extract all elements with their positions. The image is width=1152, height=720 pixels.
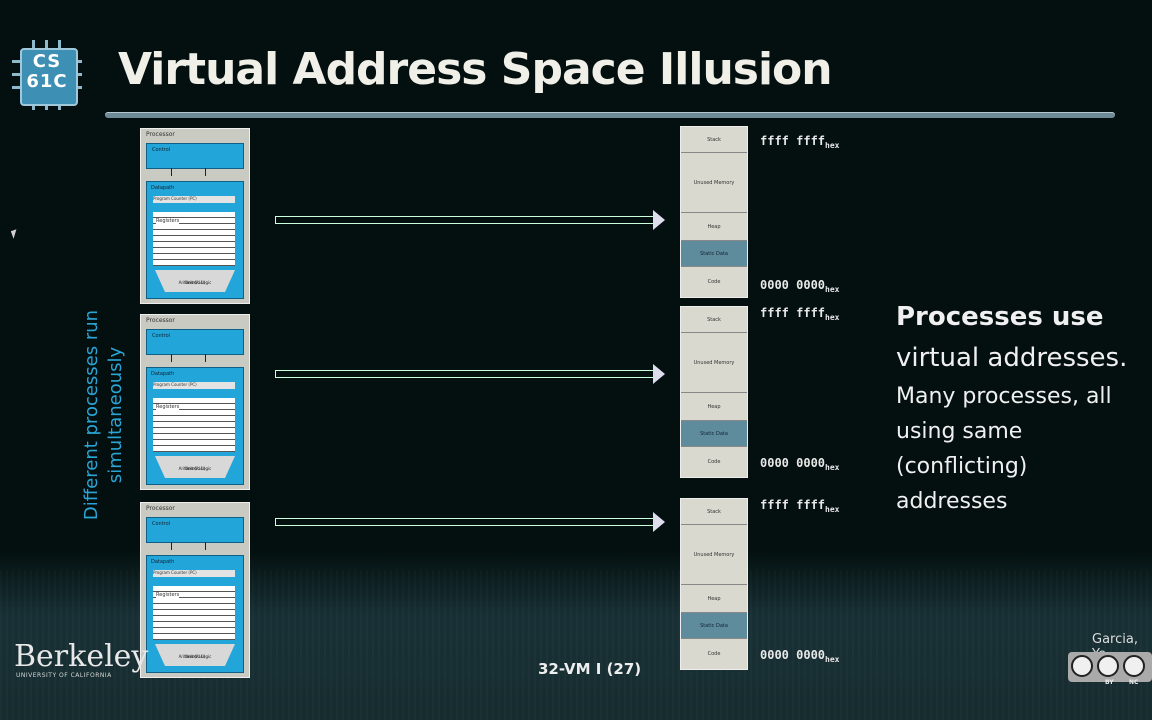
program-counter: Program Counter (PC) [153,196,235,203]
unused-label-2: Memory [714,551,735,558]
creative-commons-badge: BY NC [1068,652,1152,686]
alu-label-1: Arithmetic-Logic [178,466,212,471]
unused-label-1: Unused [693,359,713,366]
note-line-1: Many processes, all [896,384,1112,409]
datapath-label: Datapath [151,185,175,191]
static-data-segment: Static Data [681,241,747,267]
side-label: Different processes run simultaneously [80,295,128,535]
note-line-4: addresses [896,489,1008,514]
mouse-cursor-icon [10,229,20,239]
unused-label-1: Unused [693,179,713,186]
datapath-label: Datapath [151,371,175,377]
note-heading: Processes use [896,302,1104,332]
registers-block: Registers [153,212,235,266]
control-block: Control [146,143,244,169]
alu-label-2: Unit (ALU) [184,654,206,659]
alu-label-1: Arithmetic-Logic [178,654,212,659]
note-line-2: using same [896,419,1023,444]
code-segment: Code [707,279,721,285]
processor-label: Processor [146,131,175,138]
slide-title: Virtual Address Space Illusion [118,44,833,95]
registers-label: Registers [156,592,180,598]
unused-label-2: Memory [714,179,735,186]
stack-segment: Stack [681,127,747,153]
static-data-segment: Static Data [681,613,747,639]
logo-line-1: CS [32,51,62,72]
address-low-3: 0000 0000hex [760,648,840,664]
datapath-label: Datapath [151,559,175,565]
unused-segment: Unused Memory [681,525,747,585]
note-line-3: (conflicting) [896,454,1028,479]
stack-segment: Stack [681,499,747,525]
person-icon [1097,655,1119,677]
control-label: Control [152,147,171,153]
alu-label-2: Unit (ALU) [184,280,206,285]
no-dollar-icon [1123,655,1145,677]
license-nc: NC [1129,679,1139,686]
address-high-1: ffff ffffhex [760,134,840,150]
memory-map-2: Stack Unused Memory Heap Static Data Cod… [680,306,748,478]
arrow-right-icon [275,364,665,384]
unused-segment: Unused Memory [681,153,747,213]
registers-block: Registers [153,398,235,452]
memory-map-3: Stack Unused Memory Heap Static Data Cod… [680,498,748,670]
address-low-1: 0000 0000hex [760,278,840,294]
alu-label-1: Arithmetic-Logic [178,280,212,285]
unused-segment: Unused Memory [681,333,747,393]
control-block: Control [146,517,244,543]
address-high-3: ffff ffffhex [760,498,840,514]
control-label: Control [152,521,171,527]
processor-diagram-1: Processor Control Datapath Program Count… [140,128,250,304]
registers-label: Registers [156,404,180,410]
heap-segment: Heap [681,393,747,421]
program-counter: Program Counter (PC) [153,382,235,389]
processor-label: Processor [146,505,175,512]
cc-icon [1071,655,1093,677]
code-segment: Code [707,459,721,465]
berkeley-subtitle: UNIVERSITY OF CALIFORNIA [16,672,112,679]
alu-label-2: Unit (ALU) [184,466,206,471]
heap-segment: Heap [681,213,747,241]
unused-label-2: Memory [714,359,735,366]
side-label-line-2: simultaneously [105,346,126,484]
program-counter: Program Counter (PC) [153,570,235,577]
arrow-right-icon [275,512,665,532]
code-segment: Code [707,651,721,657]
side-label-line-1: Different processes run [81,309,102,521]
datapath-block: Datapath Program Counter (PC) Registers … [146,367,244,485]
arrow-right-icon [275,210,665,230]
static-data-segment: Static Data [681,421,747,447]
processor-diagram-3: Processor Control Datapath Program Count… [140,502,250,678]
unused-label-1: Unused [693,551,713,558]
logo-line-2: 61C [26,71,68,92]
stack-segment: Stack [681,307,747,333]
processor-diagram-2: Processor Control Datapath Program Count… [140,314,250,490]
control-block: Control [146,329,244,355]
processor-label: Processor [146,317,175,324]
title-divider [105,112,1115,118]
memory-map-1: Stack Unused Memory Heap Static Data Cod… [680,126,748,298]
datapath-block: Datapath Program Counter (PC) Registers … [146,555,244,673]
berkeley-logo: Berkeley [14,639,149,674]
license-by: BY [1105,679,1114,686]
datapath-block: Datapath Program Counter (PC) Registers … [146,181,244,299]
address-low-2: 0000 0000hex [760,456,840,472]
address-high-2: ffff ffffhex [760,306,840,322]
heap-segment: Heap [681,585,747,613]
registers-label: Registers [156,218,180,224]
slide-number: 32-VM I (27) [538,660,642,678]
note-body: virtual addresses. [896,343,1128,373]
registers-block: Registers [153,586,235,640]
control-label: Control [152,333,171,339]
